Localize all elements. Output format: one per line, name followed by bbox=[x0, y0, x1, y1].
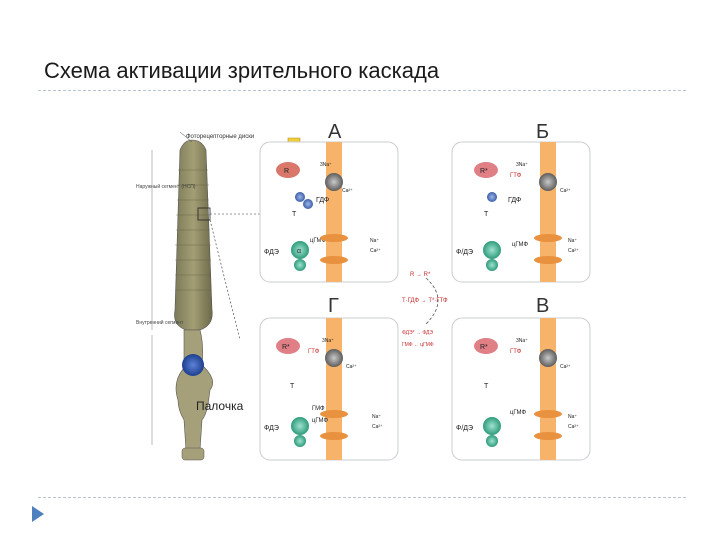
t-label-g: T bbox=[290, 383, 295, 390]
pde-g-alpha bbox=[291, 417, 309, 435]
discs-pointer bbox=[179, 131, 193, 143]
panel-letter-v: В bbox=[536, 295, 549, 317]
rod-inner-segment bbox=[175, 329, 213, 451]
pde-a-alpha bbox=[291, 241, 309, 259]
cycle-arc bbox=[425, 277, 439, 325]
pde-step-label: ФДЭ* → ФДЭ bbox=[402, 330, 433, 336]
panel-letter-a: А bbox=[328, 121, 342, 143]
gdp-label-b: ГДФ bbox=[508, 197, 521, 204]
rod-disc-stripes bbox=[175, 169, 211, 291]
panel-b: Б R* ГТФ ГДФ T Ф/ДЭ цГМФ 3Na⁺ Ca²⁺ Na⁺ C… bbox=[451, 121, 591, 283]
panel-v: В R* ГТФ T Ф/ДЭ цГМФ 3Na⁺ Ca²⁺ Na⁺ Ca²⁺ bbox=[451, 295, 591, 461]
panel-g: Г R* ГТФ T ФДЭ ГМФ цГМФ 3Na⁺ Ca²⁺ Na⁺ Ca… bbox=[259, 295, 399, 461]
bullet-arrow-icon bbox=[32, 506, 44, 522]
label-discs: Фоторецепторные диски bbox=[186, 134, 254, 140]
gmp-label-g: ГМФ bbox=[312, 406, 325, 412]
receptor-v bbox=[474, 338, 498, 354]
receptor-label-b: R* bbox=[480, 168, 488, 175]
ca-label-g: Ca²⁺ bbox=[372, 424, 383, 430]
ion-pump-g bbox=[325, 349, 343, 367]
cgmp-label-v: цГМФ bbox=[510, 410, 526, 416]
exchange-label: Т·ГДФ → Т*·ГТФ bbox=[402, 298, 448, 304]
cycle-arrows: R → R* Т·ГДФ → Т*·ГТФ ФДЭ* → ФДЭ ГМФ ← ц… bbox=[402, 272, 448, 348]
cgmp-label-b: цГМФ bbox=[512, 242, 528, 248]
transducin-a-beta bbox=[295, 192, 305, 202]
channel-g-1 bbox=[320, 410, 348, 418]
ca-label-v: Ca²⁺ bbox=[568, 424, 579, 430]
pde-label-g: ФДЭ bbox=[264, 425, 279, 432]
cgmp-label-g: цГМФ bbox=[312, 418, 328, 424]
ca-label-a: Ca²⁺ bbox=[370, 248, 381, 254]
na-label-b: Na⁺ bbox=[568, 238, 577, 244]
receptor-label-g: R* bbox=[282, 344, 290, 351]
channel-b-1 bbox=[534, 234, 562, 242]
gmp-step-label: ГМФ ← цГМФ bbox=[402, 342, 434, 348]
rod-nucleus bbox=[182, 354, 204, 376]
panel-letter-g: Г bbox=[328, 295, 339, 317]
ca-out-label-g: Ca²⁺ bbox=[346, 364, 357, 370]
rod-synapse bbox=[181, 447, 205, 461]
ion-pump-v bbox=[539, 349, 557, 367]
channel-v-1 bbox=[534, 410, 562, 418]
receptor-label-a: R bbox=[284, 168, 289, 175]
label-outer-segment: Наружный сегмент (НСП) bbox=[136, 183, 196, 190]
na-label-g: Na⁺ bbox=[372, 414, 381, 420]
channel-g-2 bbox=[320, 432, 348, 440]
rod-cell: Фоторецепторные диски Наружный сегмент (… bbox=[136, 131, 260, 461]
channel-b-2 bbox=[534, 256, 562, 264]
channel-v-2 bbox=[534, 432, 562, 440]
channel-a-1 bbox=[320, 234, 348, 242]
t-label-a: T bbox=[292, 211, 297, 218]
slide-title: Схема активации зрительного каскада bbox=[44, 58, 440, 83]
gdp-label-a: ГДФ bbox=[316, 197, 329, 204]
na3-label-a: 3Na⁺ bbox=[320, 162, 332, 168]
pde-a-gamma bbox=[294, 259, 306, 271]
receptor-b bbox=[474, 162, 498, 178]
pde-b-gamma bbox=[486, 259, 498, 271]
pde-g-gamma bbox=[294, 435, 306, 447]
na3-label-v: 3Na⁺ bbox=[516, 338, 528, 344]
receptor-a bbox=[276, 162, 300, 178]
visual-cascade-diagram: Фоторецепторные диски Наружный сегмент (… bbox=[136, 121, 591, 461]
ca-out-label-b: Ca²⁺ bbox=[560, 188, 571, 194]
channel-a-2 bbox=[320, 256, 348, 264]
panel-a: А R ГДФ T ФДЭ α цГМФ 3Na⁺ Ca²⁺ Na⁺ Ca²⁺ bbox=[259, 121, 399, 283]
ca-out-label-v: Ca²⁺ bbox=[560, 364, 571, 370]
transducin-a-alpha bbox=[303, 199, 313, 209]
ca-out-label-a: Ca²⁺ bbox=[342, 188, 353, 194]
cgmp-label-a: цГМФ bbox=[310, 238, 326, 244]
receptor-label-v: R* bbox=[480, 344, 488, 351]
title-divider bbox=[38, 90, 686, 91]
r-to-rstar-label: R → R* bbox=[410, 272, 431, 278]
na3-label-g: 3Na⁺ bbox=[322, 338, 334, 344]
pde-alpha-a: α bbox=[297, 248, 301, 255]
t-label-b: T bbox=[484, 211, 489, 218]
na-label-v: Na⁺ bbox=[568, 414, 577, 420]
ca-label-b: Ca²⁺ bbox=[568, 248, 579, 254]
pde-label-a: ФДЭ bbox=[264, 249, 279, 256]
rod-outer-segment bbox=[174, 139, 213, 331]
ion-pump-a bbox=[325, 173, 343, 191]
zoom-line-bottom bbox=[209, 219, 241, 341]
na3-label-b: 3Na⁺ bbox=[516, 162, 528, 168]
footer-divider bbox=[38, 497, 686, 498]
pde-v-gamma bbox=[486, 435, 498, 447]
transducin-b-alpha bbox=[487, 192, 497, 202]
gtp-label-b: ГТФ bbox=[510, 173, 522, 179]
gtp-label-v: ГТФ bbox=[510, 349, 522, 355]
pde-label-v: Ф/ДЭ bbox=[456, 425, 473, 432]
t-label-v: T bbox=[484, 383, 489, 390]
label-inner-segment: Внутренний сегмент bbox=[136, 319, 184, 326]
ion-pump-b bbox=[539, 173, 557, 191]
label-rod: Палочка bbox=[196, 399, 244, 413]
receptor-g bbox=[276, 338, 300, 354]
pde-b-alpha bbox=[483, 241, 501, 259]
na-label-a: Na⁺ bbox=[370, 238, 379, 244]
gtp-label-g: ГТФ bbox=[308, 349, 320, 355]
pde-v-alpha bbox=[483, 417, 501, 435]
pde-label-b: Ф/ДЭ bbox=[456, 249, 473, 256]
panel-letter-b: Б bbox=[536, 121, 549, 143]
